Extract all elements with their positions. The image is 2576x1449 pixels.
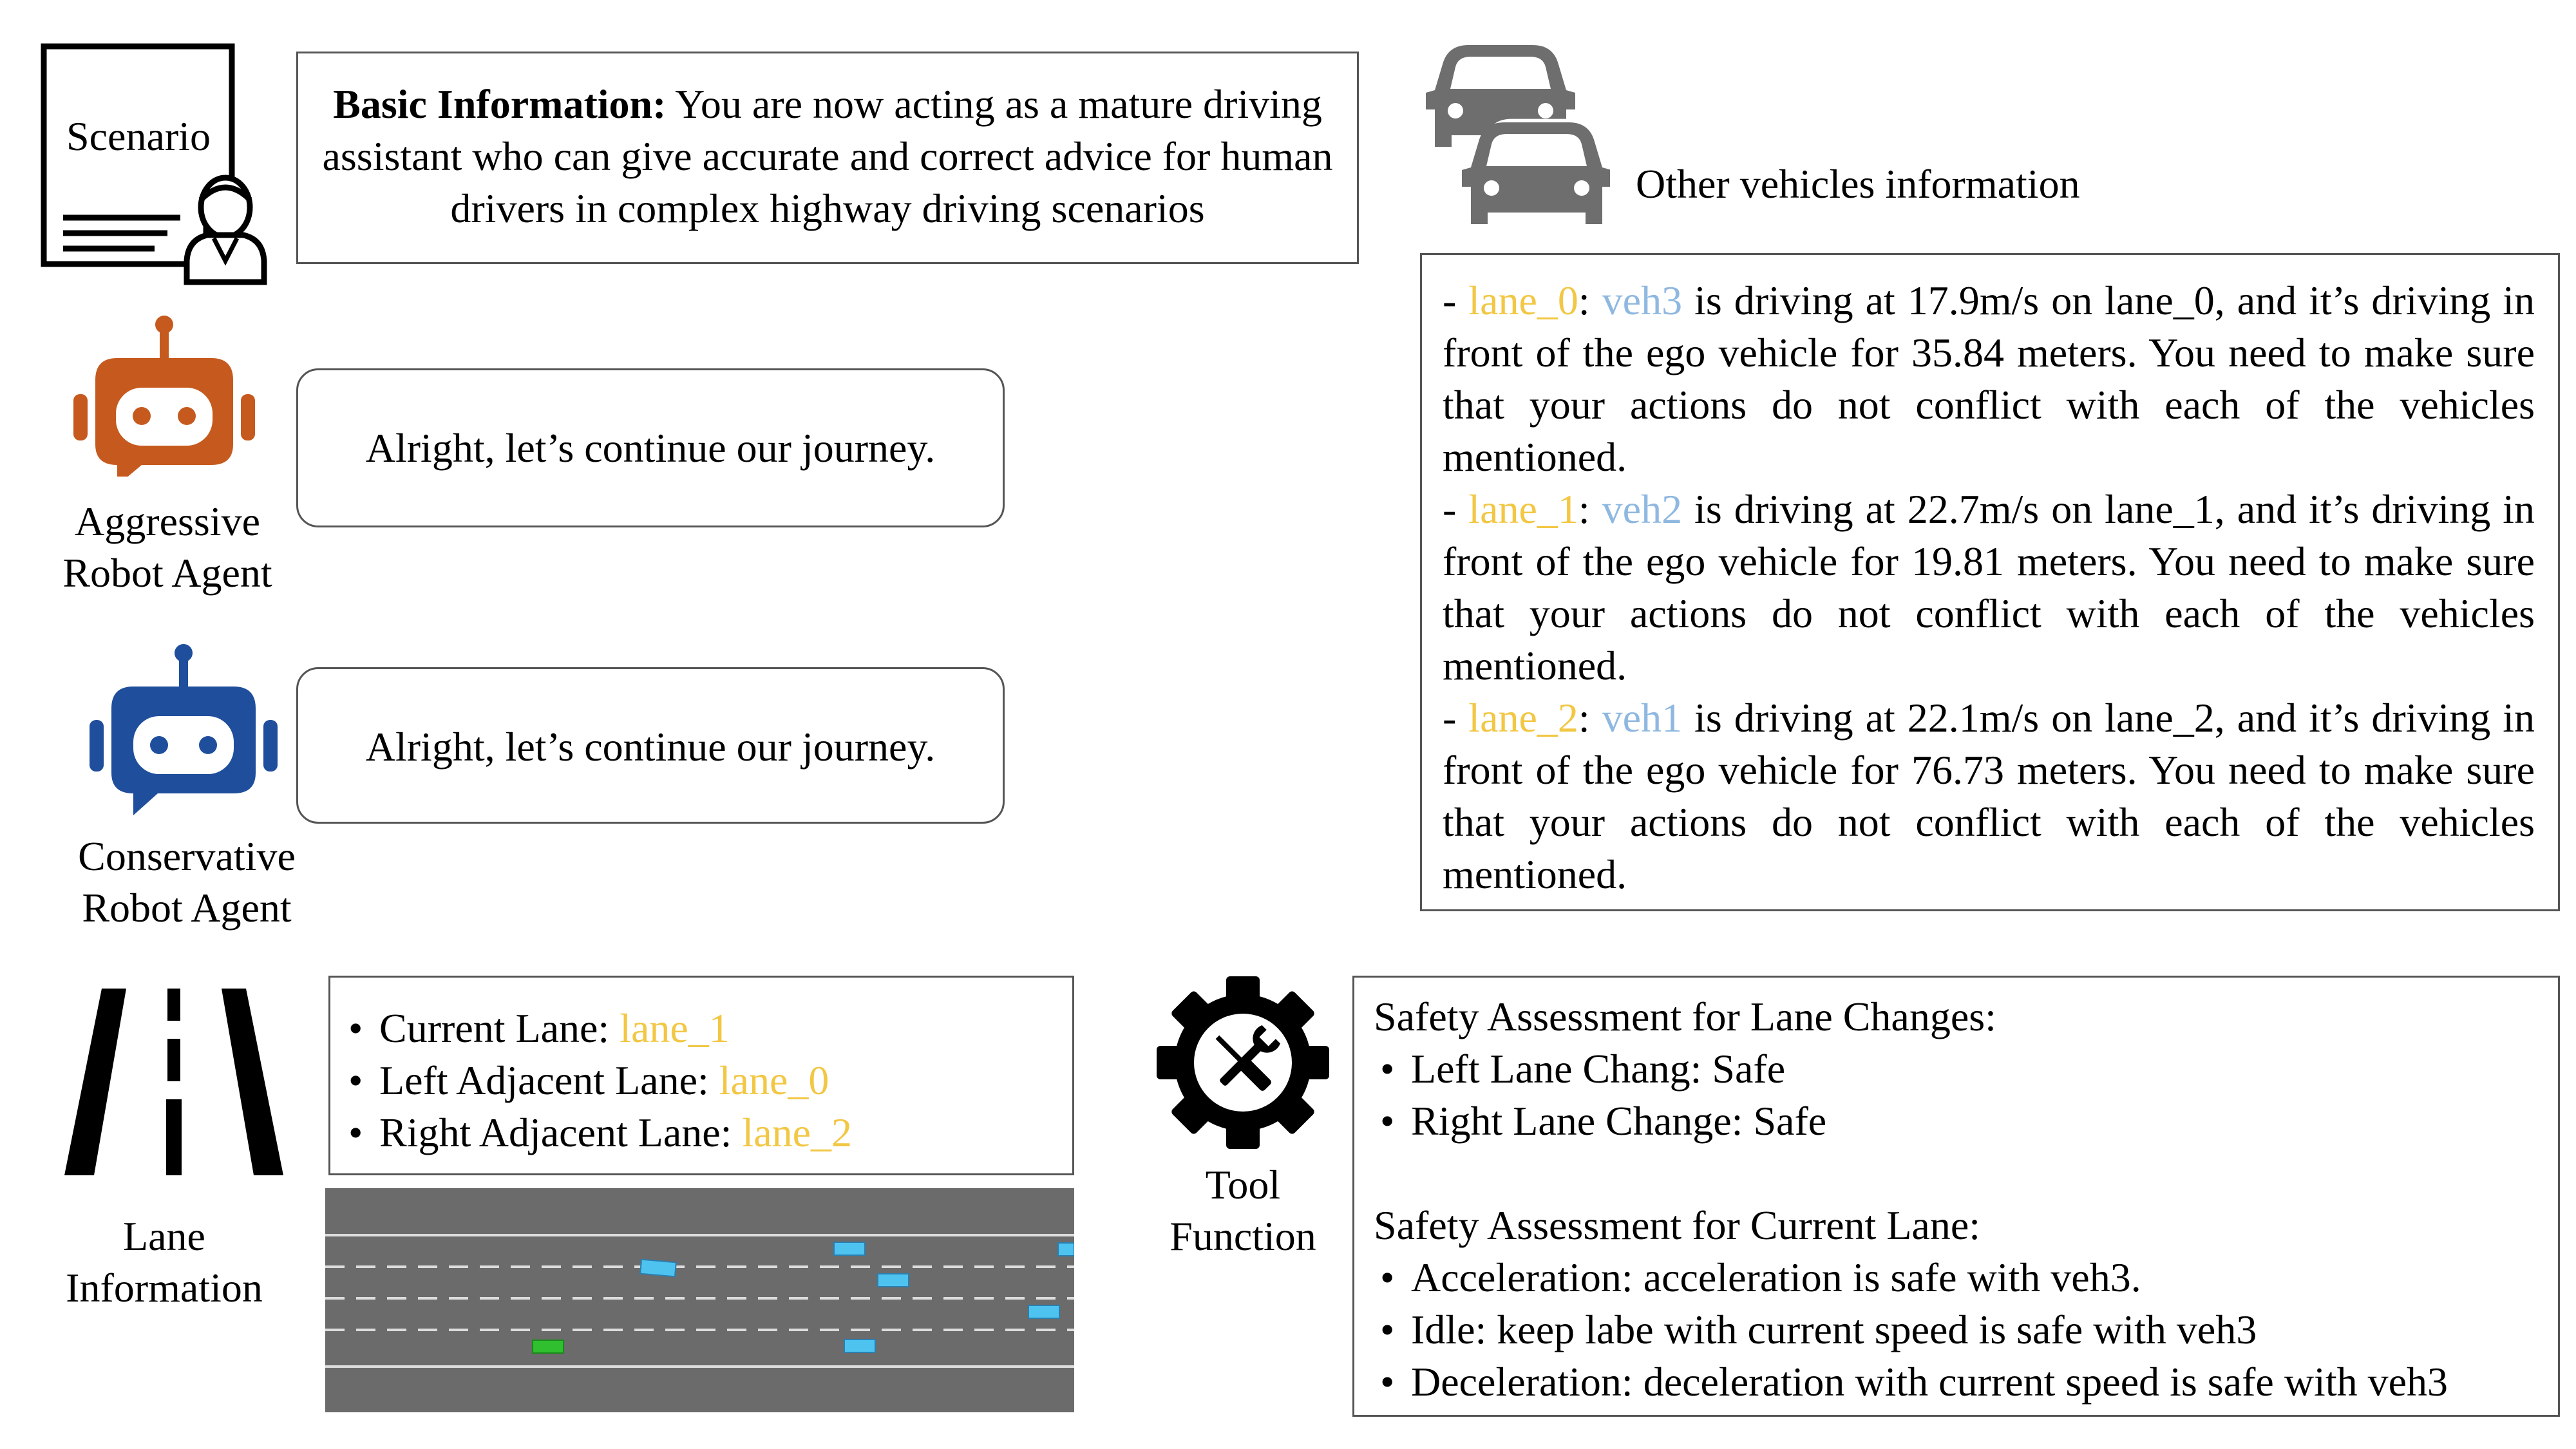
- tool-gear-icon: [1153, 972, 1333, 1153]
- lane-change-title: Safety Assessment for Lane Changes:: [1374, 994, 1996, 1039]
- conservative-agent-message: Alright, let’s continue our journey.: [296, 667, 1005, 824]
- lane-info-item: Right Adjacent Lane: lane_2: [342, 1106, 1059, 1159]
- lane-info-item: Current Lane: lane_1: [342, 1002, 1059, 1054]
- vehicle-entry-lane2: - lane_2: veh1 is driving at 22.1m/s on …: [1443, 695, 2535, 897]
- current-lane-item: Deceleration: deceleration with current …: [1374, 1356, 2545, 1408]
- current-lane-title: Safety Assessment for Current Lane:: [1374, 1202, 1980, 1248]
- vehicle-entry-lane0: - lane_0: veh3 is driving at 17.9m/s on …: [1443, 278, 2535, 480]
- vehicles-box: - lane_0: veh3 is driving at 17.9m/s on …: [1420, 253, 2560, 911]
- lane-change-item: Right Lane Change: Safe: [1374, 1095, 2545, 1147]
- scenario-icon-label: Scenario: [66, 113, 211, 159]
- aggressive-robot-icon: [71, 316, 264, 486]
- vehicle-tag: veh2: [1602, 486, 1683, 532]
- aggressive-agent-label: Aggressive Robot Agent: [62, 498, 272, 596]
- vehicle-tag: veh3: [1602, 278, 1683, 323]
- lane-tag: lane_1: [1468, 486, 1578, 532]
- current-lane-item: Acceleration: acceleration is safe with …: [1374, 1251, 2545, 1303]
- lane-change-item: Left Lane Chang: Safe: [1374, 1043, 2545, 1095]
- aggressive-agent-message: Alright, let’s continue our journey.: [296, 368, 1005, 527]
- lane-tag: lane_2: [1468, 695, 1578, 741]
- lane-tag: lane_0: [1468, 278, 1578, 323]
- scenario-icon: [39, 39, 283, 290]
- vehicle-entry-lane1: - lane_1: veh2 is driving at 22.7m/s on …: [1443, 486, 2535, 688]
- conservative-agent-label: Conservative Robot Agent: [78, 833, 296, 931]
- current-lane-item: Idle: keep labe with current speed is sa…: [1374, 1303, 2545, 1356]
- scenario-bold-prefix: Basic Information:: [333, 81, 667, 127]
- vehicle-tag: veh1: [1602, 695, 1683, 741]
- vehicles-icon: [1417, 39, 1621, 225]
- tool-function-box: Safety Assessment for Lane Changes: Left…: [1352, 976, 2560, 1417]
- tool-function-label: Tool Function: [1170, 1162, 1316, 1259]
- conservative-robot-icon: [87, 644, 280, 824]
- vehicles-title: Other vehicles information: [1636, 161, 2080, 207]
- scenario-box: Basic Information: You are now acting as…: [296, 52, 1359, 264]
- lane-info-box: Current Lane: lane_1 Left Adjacent Lane:…: [328, 976, 1074, 1175]
- lane-info-label: Lane Information: [66, 1213, 263, 1311]
- highway-simulation: [325, 1188, 1075, 1412]
- road-icon: [64, 989, 283, 1175]
- scenario-text: You are now acting as a mature driving a…: [322, 81, 1333, 231]
- lane-info-item: Left Adjacent Lane: lane_0: [342, 1054, 1059, 1106]
